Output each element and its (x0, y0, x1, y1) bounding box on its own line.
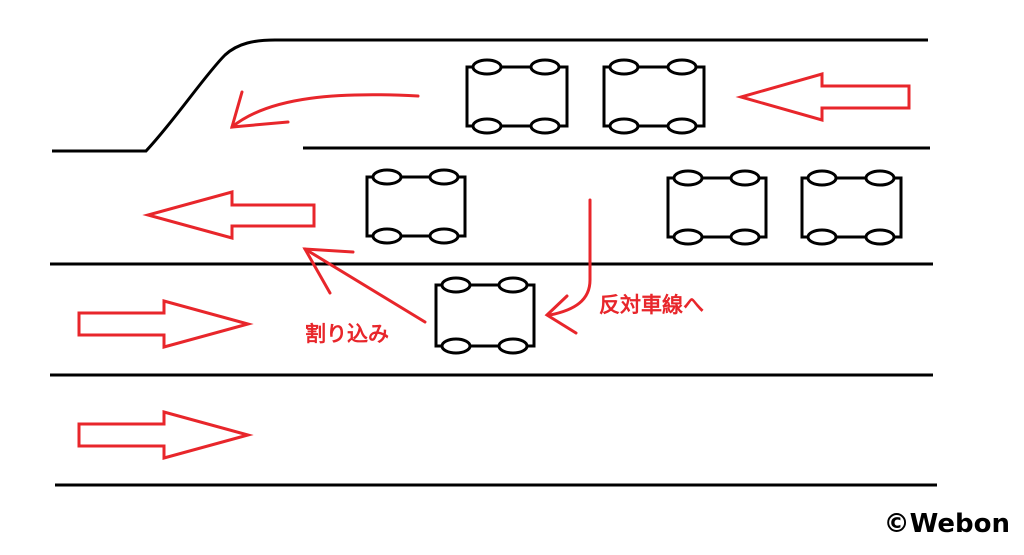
oncoming-lane-arrow-icon (548, 198, 592, 317)
car-icon (666, 169, 768, 246)
movement-arrows (229, 90, 592, 335)
traffic-arrows (77, 72, 911, 460)
copyright-text: ©Webon (883, 509, 1010, 539)
cars (365, 58, 903, 355)
right-arrow-bottom-lane-icon (77, 410, 254, 460)
cut-in-arrowhead (302, 247, 355, 295)
cut-in-arrow-icon (303, 247, 427, 324)
left-arrow-second-lane-icon (142, 190, 316, 240)
road-top-edge (52, 38, 928, 153)
car-icon (434, 276, 536, 355)
road-lines (50, 38, 937, 487)
exit-curve-arrowhead (229, 90, 290, 129)
cut-in-label: 割り込み (305, 322, 389, 346)
to-oncoming-lane-label: 反対車線へ (599, 293, 704, 317)
car-icon (602, 58, 706, 135)
exit-curve-arrow-icon (230, 93, 420, 129)
car-icon (465, 58, 569, 135)
car-icon (800, 169, 903, 246)
oncoming-lane-arrowhead (544, 294, 578, 335)
right-arrow-third-lane-icon (77, 299, 254, 349)
left-arrow-top-lane-icon (735, 72, 911, 122)
car-icon (365, 168, 467, 245)
